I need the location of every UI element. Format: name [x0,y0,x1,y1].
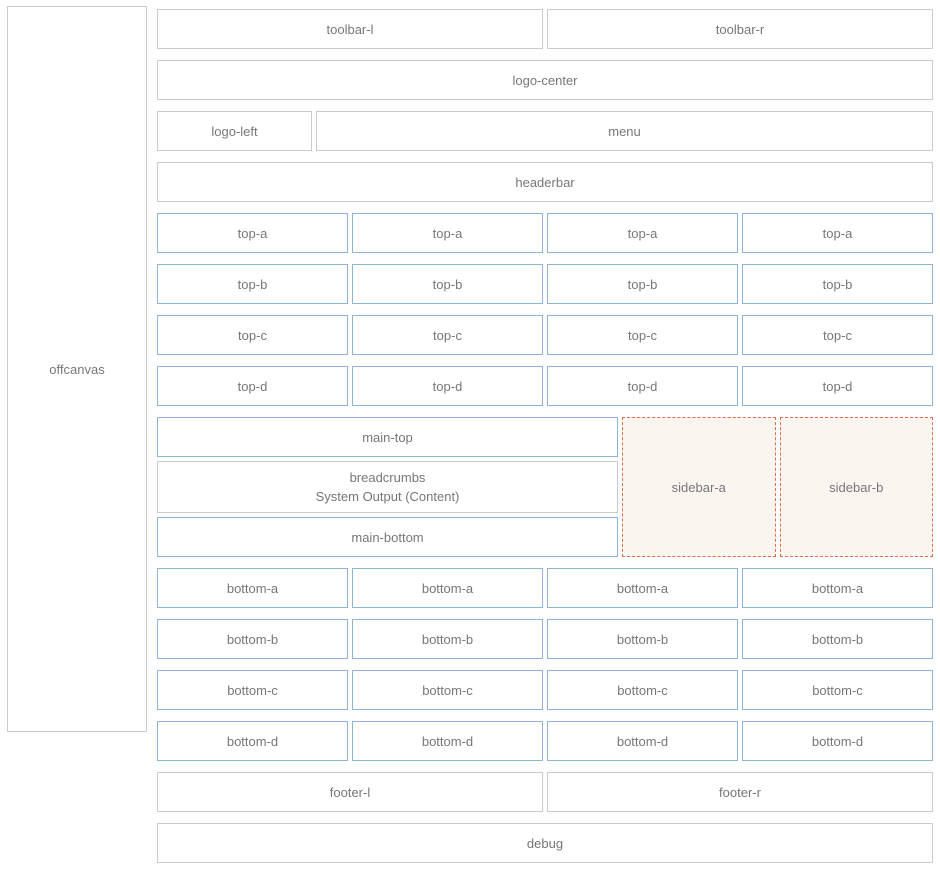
position-footer-l[interactable]: footer-l [157,772,543,812]
position-bottom-c[interactable]: bottom-c [352,670,543,710]
layout-content-column: toolbar-l toolbar-r logo-center logo-lef… [157,9,933,863]
position-bottom-a[interactable]: bottom-a [352,568,543,608]
debug-row: debug [157,823,933,863]
position-bottom-c[interactable]: bottom-c [157,670,348,710]
position-top-c[interactable]: top-c [352,315,543,355]
position-bottom-b[interactable]: bottom-b [157,619,348,659]
position-top-c[interactable]: top-c [742,315,933,355]
position-top-a[interactable]: top-a [352,213,543,253]
main-column: main-top breadcrumbs System Output (Cont… [157,417,618,557]
position-top-b[interactable]: top-b [352,264,543,304]
position-main-top[interactable]: main-top [157,417,618,457]
position-bottom-d[interactable]: bottom-d [157,721,348,761]
position-debug[interactable]: debug [157,823,933,863]
position-menu[interactable]: menu [316,111,933,151]
position-breadcrumbs-content[interactable]: breadcrumbs System Output (Content) [157,461,618,513]
bottom-a-row: bottom-a bottom-a bottom-a bottom-a [157,568,933,608]
position-bottom-c[interactable]: bottom-c [742,670,933,710]
toolbar-row: toolbar-l toolbar-r [157,9,933,49]
position-logo-left[interactable]: logo-left [157,111,312,151]
position-offcanvas[interactable]: offcanvas [7,6,147,732]
position-sidebar-a[interactable]: sidebar-a [622,417,776,557]
position-top-d[interactable]: top-d [157,366,348,406]
position-top-d[interactable]: top-d [547,366,738,406]
position-footer-r[interactable]: footer-r [547,772,933,812]
position-bottom-b[interactable]: bottom-b [547,619,738,659]
position-top-d[interactable]: top-d [742,366,933,406]
logo-menu-row: logo-left menu [157,111,933,151]
position-main-bottom[interactable]: main-bottom [157,517,618,557]
top-b-row: top-b top-b top-b top-b [157,264,933,304]
position-logo-center[interactable]: logo-center [157,60,933,100]
top-d-row: top-d top-d top-d top-d [157,366,933,406]
position-top-c[interactable]: top-c [547,315,738,355]
position-top-c[interactable]: top-c [157,315,348,355]
position-toolbar-l[interactable]: toolbar-l [157,9,543,49]
bottom-c-row: bottom-c bottom-c bottom-c bottom-c [157,670,933,710]
footer-row: footer-l footer-r [157,772,933,812]
top-a-row: top-a top-a top-a top-a [157,213,933,253]
position-top-a[interactable]: top-a [742,213,933,253]
main-row: main-top breadcrumbs System Output (Cont… [157,417,933,557]
headerbar-row: headerbar [157,162,933,202]
position-sidebar-b[interactable]: sidebar-b [779,417,933,557]
position-bottom-b[interactable]: bottom-b [352,619,543,659]
position-top-b[interactable]: top-b [157,264,348,304]
bottom-b-row: bottom-b bottom-b bottom-b bottom-b [157,619,933,659]
position-top-a[interactable]: top-a [547,213,738,253]
position-bottom-b[interactable]: bottom-b [742,619,933,659]
position-top-a[interactable]: top-a [157,213,348,253]
position-top-b[interactable]: top-b [742,264,933,304]
position-bottom-a[interactable]: bottom-a [742,568,933,608]
position-bottom-d[interactable]: bottom-d [352,721,543,761]
position-headerbar[interactable]: headerbar [157,162,933,202]
position-bottom-d[interactable]: bottom-d [547,721,738,761]
bottom-d-row: bottom-d bottom-d bottom-d bottom-d [157,721,933,761]
position-bottom-c[interactable]: bottom-c [547,670,738,710]
logo-center-row: logo-center [157,60,933,100]
position-top-d[interactable]: top-d [352,366,543,406]
top-c-row: top-c top-c top-c top-c [157,315,933,355]
position-bottom-d[interactable]: bottom-d [742,721,933,761]
system-output-label: System Output (Content) [315,489,460,504]
position-toolbar-r[interactable]: toolbar-r [547,9,933,49]
position-bottom-a[interactable]: bottom-a [157,568,348,608]
position-top-b[interactable]: top-b [547,264,738,304]
position-bottom-a[interactable]: bottom-a [547,568,738,608]
breadcrumbs-label: breadcrumbs [349,470,426,485]
